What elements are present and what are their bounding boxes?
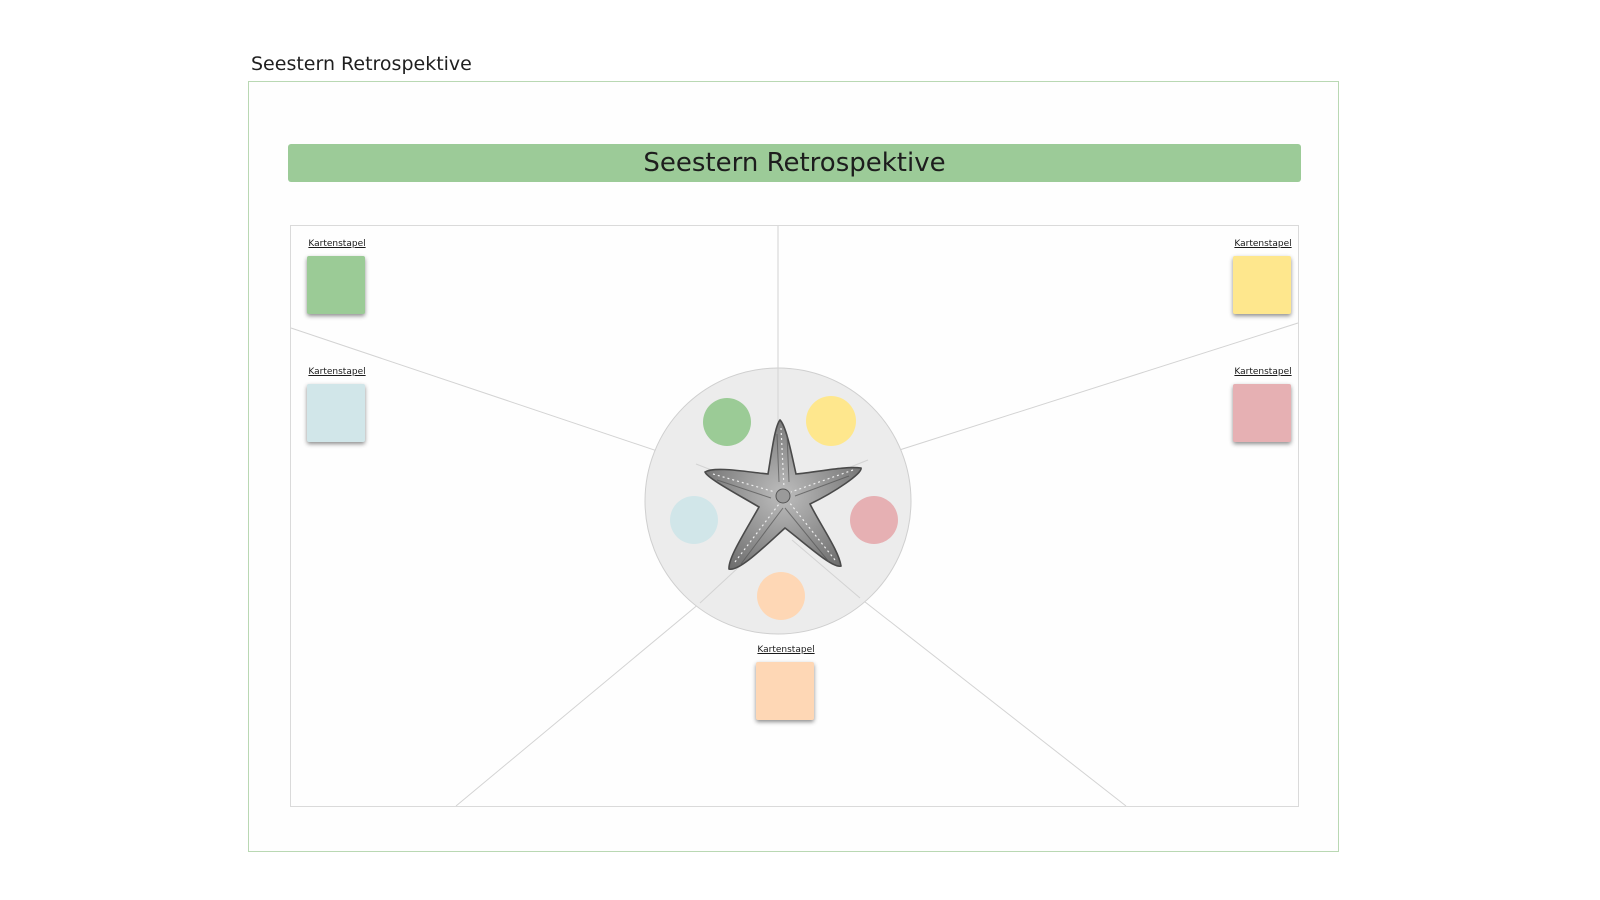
stack-label-green: Kartenstapel: [308, 239, 366, 249]
stack-label-red: Kartenstapel: [1234, 367, 1292, 377]
frame-title[interactable]: Seestern Retrospektive: [251, 53, 472, 75]
stack-label-blue: Kartenstapel: [308, 367, 366, 377]
card-stack-yellow[interactable]: [1233, 256, 1291, 314]
card-stack-orange[interactable]: [756, 662, 814, 720]
card-stack-blue[interactable]: [307, 384, 365, 442]
board-banner[interactable]: Seestern Retrospektive: [288, 144, 1301, 182]
card-stack-green[interactable]: [307, 256, 365, 314]
stack-label-orange: Kartenstapel: [757, 645, 815, 655]
card-stack-red[interactable]: [1233, 384, 1291, 442]
stack-label-yellow: Kartenstapel: [1234, 239, 1292, 249]
banner-title: Seestern Retrospektive: [643, 148, 946, 178]
